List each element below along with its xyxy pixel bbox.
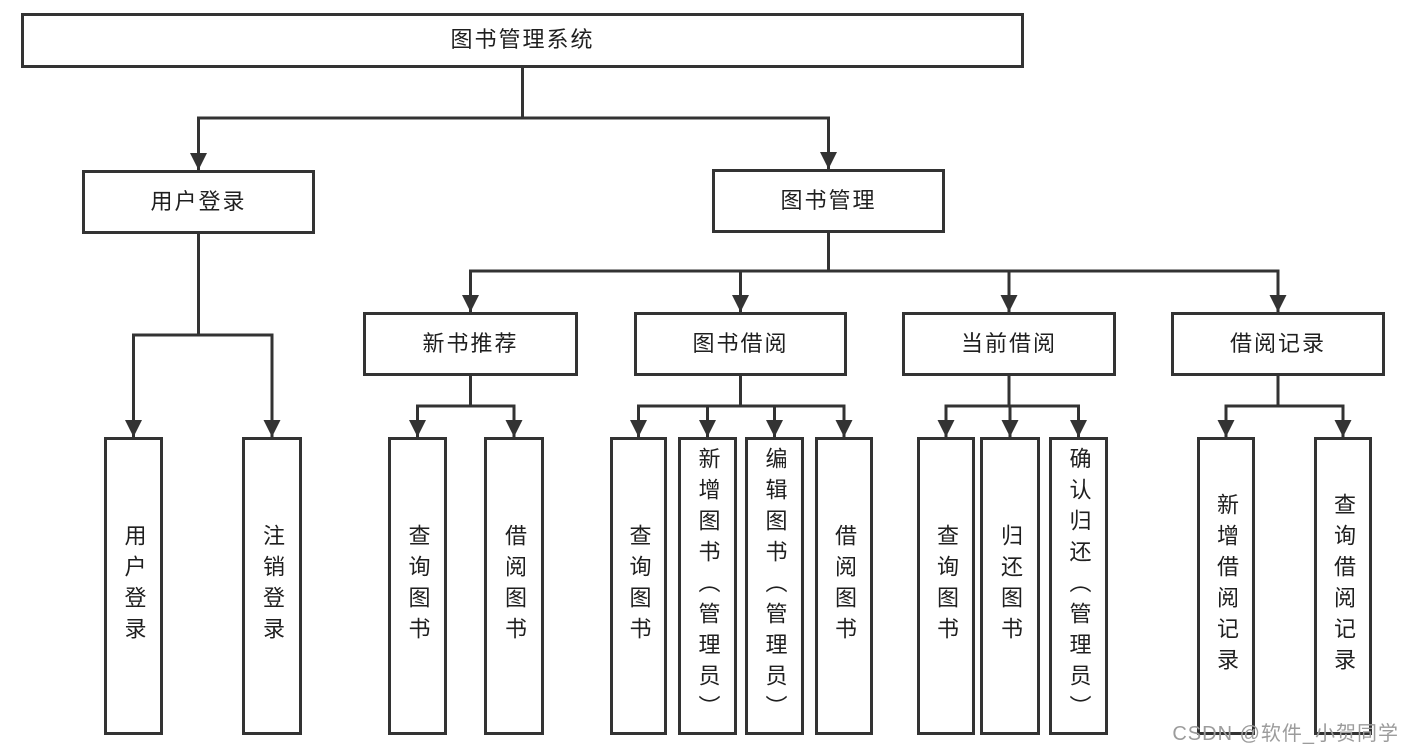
leaf-borrow-query-books-label: 查询图书 bbox=[626, 524, 652, 648]
node-new-book-recommend: 新书推荐 bbox=[363, 312, 578, 376]
node-borrowing-records: 借阅记录 bbox=[1171, 312, 1385, 376]
leaf-records-query-record: 查询借阅记录 bbox=[1314, 437, 1372, 735]
leaf-borrow-edit-books-admin: 编辑图书（管理员） bbox=[745, 437, 804, 735]
node-book-borrowing-label: 图书借阅 bbox=[692, 330, 789, 356]
node-current-borrowing: 当前借阅 bbox=[902, 312, 1116, 376]
csdn-watermark: CSDN @软件_小贺同学 bbox=[1172, 723, 1399, 745]
leaf-current-query-books-label: 查询图书 bbox=[934, 524, 959, 648]
leaf-borrow-borrow-books: 借阅图书 bbox=[815, 437, 873, 735]
leaf-borrow-borrow-books-label: 借阅图书 bbox=[832, 524, 857, 648]
node-current-borrowing-label: 当前借阅 bbox=[960, 330, 1057, 356]
leaf-current-confirm-return-admin: 确认归还（管理员） bbox=[1049, 437, 1108, 735]
leaf-borrow-edit-books-admin-label: 编辑图书（管理员） bbox=[762, 446, 788, 726]
node-user-login: 用户登录 bbox=[82, 170, 315, 234]
leaf-logout: 注销登录 bbox=[242, 437, 302, 735]
node-borrowing-records-label: 借阅记录 bbox=[1229, 330, 1326, 356]
leaf-user-login-label: 用户登录 bbox=[121, 524, 147, 648]
leaf-borrow-add-books-admin: 新增图书（管理员） bbox=[678, 437, 737, 735]
leaf-newbook-borrow-books: 借阅图书 bbox=[484, 437, 544, 735]
node-book-management: 图书管理 bbox=[712, 169, 945, 233]
leaf-borrow-add-books-admin-label: 新增图书（管理员） bbox=[695, 446, 721, 726]
leaf-records-add-record: 新增借阅记录 bbox=[1197, 437, 1255, 735]
leaf-records-query-record-label: 查询借阅记录 bbox=[1331, 493, 1356, 679]
leaf-current-confirm-return-admin-label: 确认归还（管理员） bbox=[1066, 446, 1092, 726]
leaf-newbook-borrow-books-label: 借阅图书 bbox=[502, 524, 527, 648]
leaf-records-add-record-label: 新增借阅记录 bbox=[1214, 493, 1239, 679]
leaf-logout-label: 注销登录 bbox=[260, 524, 285, 648]
node-book-management-label: 图书管理 bbox=[780, 187, 877, 213]
leaf-current-query-books: 查询图书 bbox=[917, 437, 975, 735]
node-user-login-label: 用户登录 bbox=[150, 188, 247, 214]
leaf-user-login: 用户登录 bbox=[104, 437, 163, 735]
leaf-current-return-books-label: 归还图书 bbox=[998, 524, 1023, 648]
leaf-borrow-query-books: 查询图书 bbox=[610, 437, 667, 735]
node-new-book-recommend-label: 新书推荐 bbox=[422, 330, 519, 356]
node-root: 图书管理系统 bbox=[21, 13, 1024, 68]
leaf-newbook-query-books-label: 查询图书 bbox=[405, 524, 431, 648]
node-root-label: 图书管理系统 bbox=[450, 27, 595, 53]
node-book-borrowing: 图书借阅 bbox=[634, 312, 847, 376]
leaf-newbook-query-books: 查询图书 bbox=[388, 437, 447, 735]
leaf-current-return-books: 归还图书 bbox=[980, 437, 1040, 735]
